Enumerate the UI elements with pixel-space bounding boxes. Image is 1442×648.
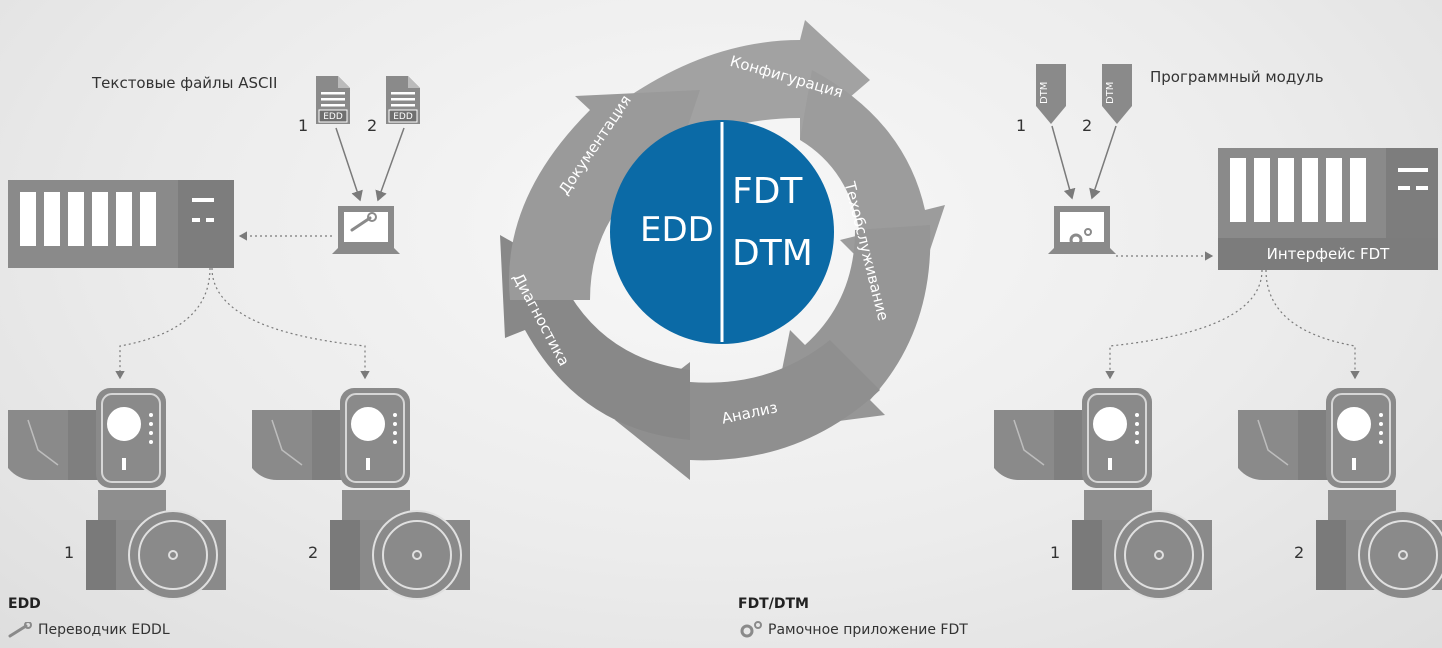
wrench-icon	[8, 621, 34, 638]
disc-edd-label: EDD	[640, 210, 714, 250]
edd-file-number-2: 2	[367, 116, 378, 135]
edd-file-number-1: 1	[298, 116, 309, 135]
fdt-interface-label: Интерфейс FDT	[1266, 245, 1390, 263]
edd-device-number-1: 1	[64, 543, 75, 562]
edd-fdt-disc	[610, 120, 834, 344]
disc-dtm-label: DTM	[732, 233, 813, 274]
fdt-device-number-1: 1	[1050, 543, 1061, 562]
fdt-module-number-1: 1	[1016, 116, 1027, 135]
dtm-tag-1: DTM	[1039, 81, 1050, 104]
edd-file-2-tag: EDD	[393, 112, 413, 122]
dtm-tag-2: DTM	[1105, 81, 1116, 104]
fdt-heading: FDT/DTM	[738, 596, 809, 612]
fdt-module-label: Программный модуль	[1150, 68, 1324, 86]
edd-file-1-tag: EDD	[323, 112, 343, 122]
edd-controller-rack	[8, 180, 234, 268]
disc-fdt-label: FDT	[732, 171, 803, 212]
fdt-legend-label: Рамочное приложение FDT	[768, 622, 968, 638]
lifecycle-ring	[500, 20, 945, 480]
edd-heading: EDD	[8, 596, 41, 612]
fdt-device-number-2: 2	[1294, 543, 1305, 562]
edd-device-2	[251, 387, 471, 600]
gears-icon	[738, 620, 764, 638]
edd-legend-label: Переводчик EDDL	[38, 622, 170, 638]
edd-files-label: Текстовые файлы ASCII	[92, 74, 278, 92]
edd-device-1	[7, 387, 227, 600]
fdt-module-number-2: 2	[1082, 116, 1093, 135]
edd-laptop-icon	[332, 206, 400, 254]
edd-device-number-2: 2	[308, 543, 319, 562]
